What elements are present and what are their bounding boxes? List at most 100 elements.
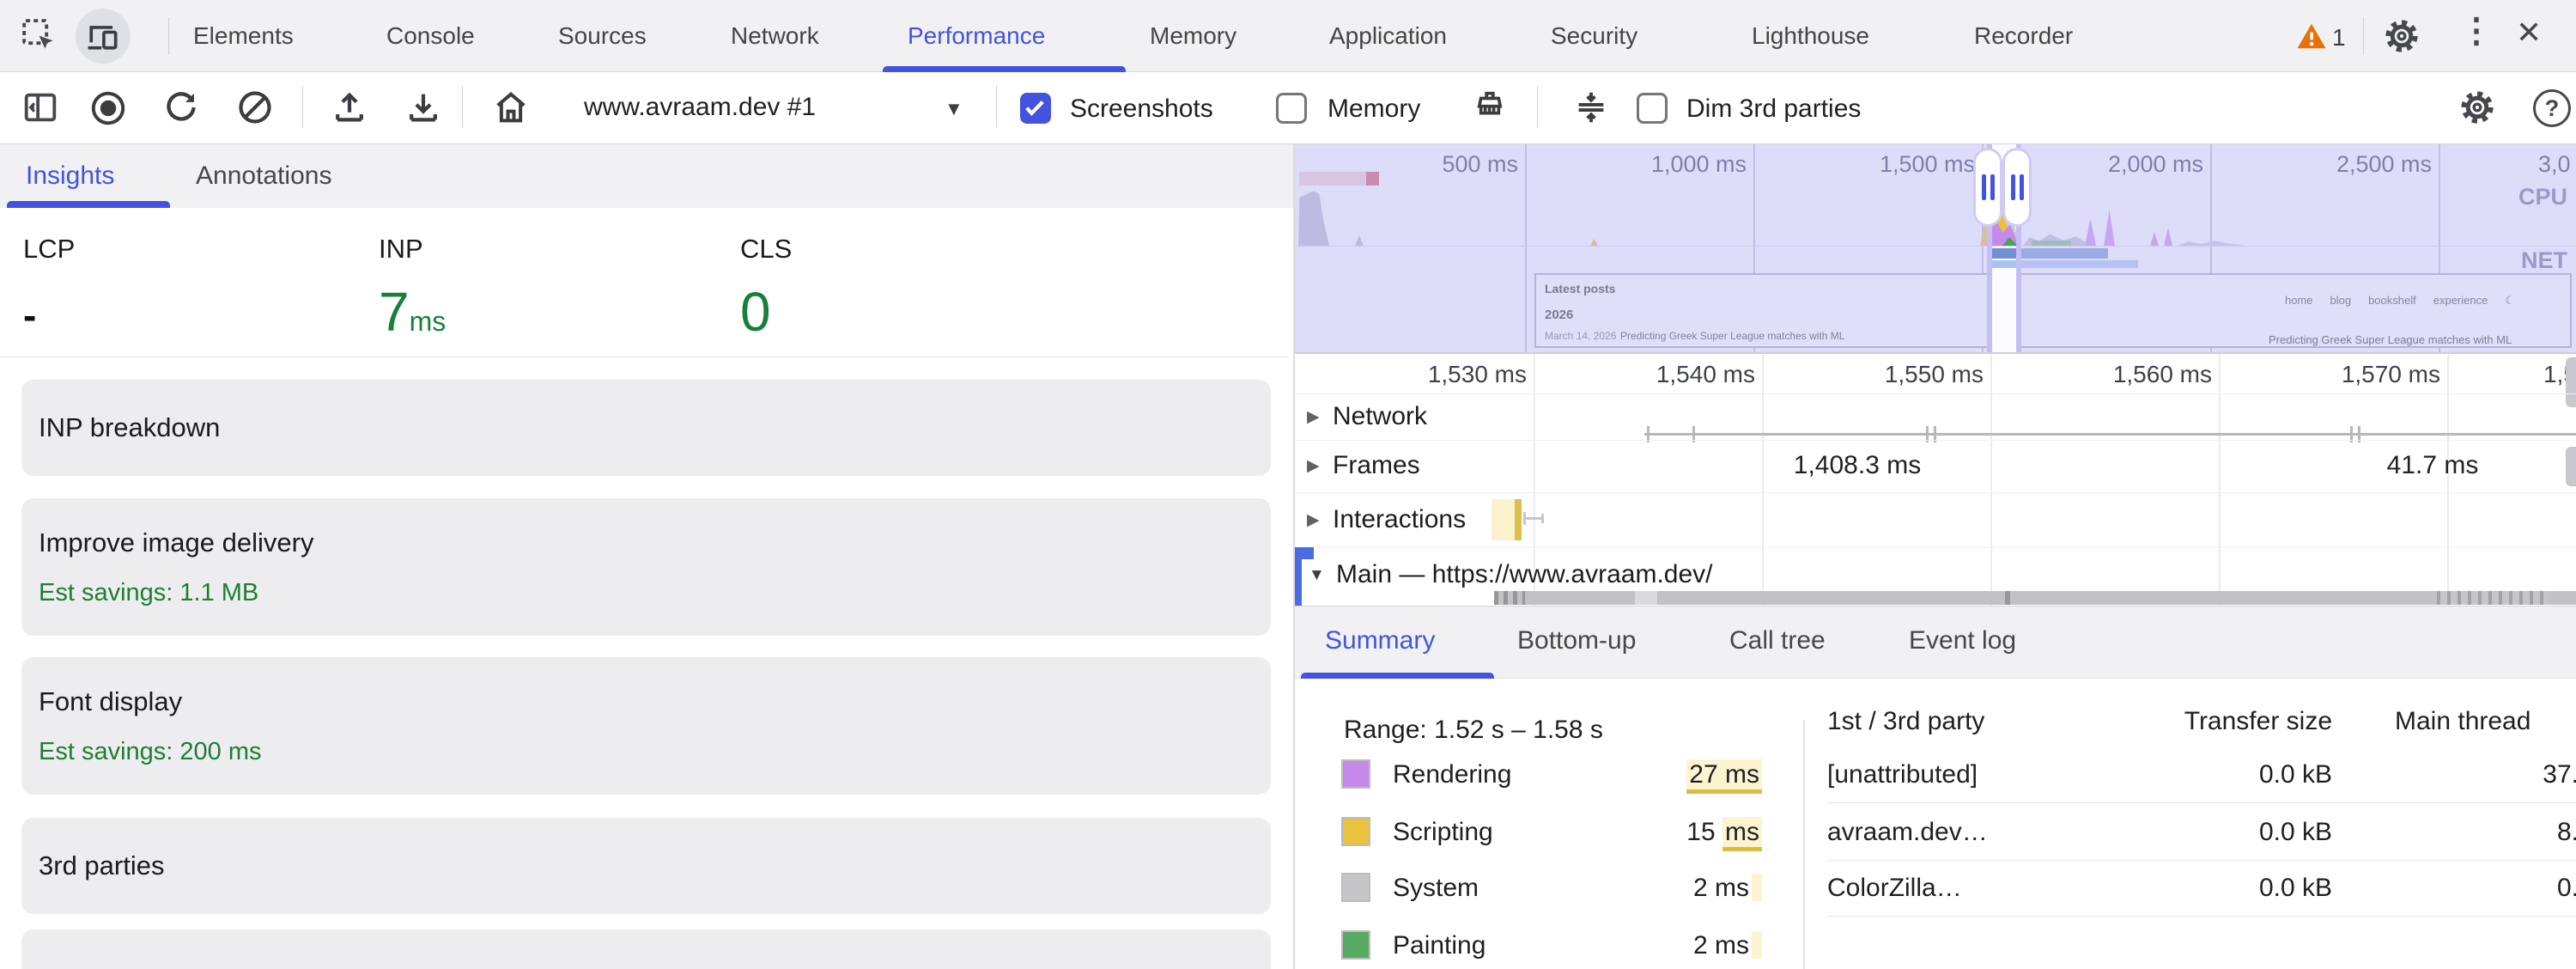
scrollbar-thumb[interactable] (2566, 447, 2576, 486)
interaction-highlight[interactable] (1492, 499, 1522, 540)
table-row-transfer: 0.0 kB (2119, 760, 2332, 789)
memory-label[interactable]: Memory (1327, 94, 1420, 124)
tab-recorder[interactable]: Recorder (1974, 22, 2073, 50)
table-row-party[interactable]: [unattributed] (1827, 760, 1978, 789)
load-profile-icon[interactable] (330, 88, 369, 127)
tab-performance[interactable]: Performance (908, 22, 1045, 50)
warning-count[interactable]: 1 (2332, 24, 2346, 52)
gridline (2219, 354, 2221, 606)
table-row-party[interactable]: avraam.dev… (1827, 818, 1988, 847)
summary-range: Range: 1.52 s – 1.58 s (1344, 716, 1603, 745)
collapse-panels-icon[interactable] (1571, 88, 1611, 127)
insight-card-image-delivery[interactable]: Improve image delivery Est savings: 1.1 … (21, 498, 1271, 636)
insight-card-partial[interactable] (21, 929, 1271, 969)
table-row-transfer: 0.0 kB (2119, 874, 2332, 903)
memory-checkbox[interactable] (1276, 93, 1307, 124)
ruler-tick: 1,570 ms (2301, 361, 2440, 388)
divider (1537, 86, 1538, 127)
main-thread-activity-gap (1635, 591, 1657, 605)
tab-insights[interactable]: Insights (26, 162, 114, 191)
screenshots-label[interactable]: Screenshots (1070, 94, 1213, 124)
reload-record-icon[interactable] (161, 88, 201, 127)
divider (302, 86, 303, 127)
dim-3rd-parties-label[interactable]: Dim 3rd parties (1686, 94, 1861, 124)
selection-handle-left[interactable] (1973, 148, 2002, 227)
dim-overlay (2020, 144, 2576, 352)
inspect-element-icon[interactable] (19, 15, 58, 55)
timeline-panel: 500 ms 1,000 ms 1,500 ms 2,000 ms 2,500 … (1295, 144, 2576, 969)
metric-inp-label: INP (379, 234, 423, 265)
tab-sources[interactable]: Sources (558, 22, 647, 50)
metric-lcp-value: - (23, 292, 36, 338)
screenshots-checkbox[interactable] (1020, 93, 1051, 124)
performance-toolbar: www.avraam.dev #1 ▼ Screenshots Memory D… (0, 72, 2576, 144)
ruler-tick: 1,550 ms (1844, 361, 1984, 388)
toggle-sidebar-icon[interactable] (21, 88, 60, 127)
tab-event-log[interactable]: Event log (1909, 626, 2016, 655)
legend-label: System (1393, 874, 1479, 903)
table-separator (1827, 802, 2576, 803)
track-main-label[interactable]: Main — https://www.avraam.dev/ (1336, 560, 1713, 589)
interaction-whisker (1523, 512, 1526, 525)
main-track-focus-corner (1295, 547, 1314, 559)
tab-memory[interactable]: Memory (1150, 22, 1236, 50)
details-pane: Summary Bottom-up Call tree Event log Ra… (1295, 606, 2576, 969)
tab-annotations[interactable]: Annotations (196, 162, 331, 191)
save-profile-icon[interactable] (404, 88, 443, 127)
settings-gear-icon[interactable] (2382, 16, 2421, 56)
tab-console[interactable]: Console (386, 22, 475, 50)
row-separator (1295, 440, 2576, 441)
collapse-arrow-icon[interactable]: ▼ (1309, 566, 1325, 585)
legend-swatch-scripting (1341, 817, 1370, 846)
dim-3rd-parties-checkbox[interactable] (1637, 93, 1668, 124)
row-separator (1295, 492, 2576, 493)
device-toolbar-icon[interactable] (76, 9, 131, 64)
page-selector[interactable]: www.avraam.dev #1 (584, 93, 816, 122)
tab-call-tree[interactable]: Call tree (1729, 626, 1826, 655)
tab-security[interactable]: Security (1551, 22, 1637, 50)
tab-bottom-up[interactable]: Bottom-up (1517, 626, 1636, 655)
more-menu-icon[interactable]: ⋮ (2459, 14, 2494, 48)
collect-garbage-icon[interactable] (1470, 88, 1510, 127)
chevron-down-icon[interactable]: ▼ (945, 98, 963, 120)
table-row-party[interactable]: ColorZilla… (1827, 874, 1962, 903)
table-row-main-thread: 8.4 ms (2377, 818, 2576, 847)
legend-swatch-painting (1341, 930, 1370, 960)
legend-value: 27 ms (1552, 760, 1762, 789)
warning-icon[interactable] (2296, 22, 2327, 54)
clear-icon[interactable] (235, 88, 275, 127)
insight-card-3rd-parties[interactable]: 3rd parties (21, 818, 1271, 914)
track-interactions-label[interactable]: Interactions (1333, 505, 1466, 534)
tab-summary[interactable]: Summary (1325, 626, 1435, 655)
expand-arrow-icon[interactable]: ▶ (1307, 510, 1320, 530)
track-frames-label[interactable]: Frames (1333, 451, 1420, 480)
legend-value: 15 ms (1552, 818, 1762, 847)
timeline-overview[interactable]: 500 ms 1,000 ms 1,500 ms 2,000 ms 2,500 … (1295, 144, 2576, 352)
help-icon[interactable]: ? (2533, 89, 2571, 127)
record-icon[interactable] (88, 88, 129, 129)
home-icon[interactable] (491, 88, 531, 127)
legend-label: Scripting (1393, 818, 1493, 847)
dim-overlay (1295, 144, 1989, 352)
table-header-transfer: Transfer size (2119, 707, 2332, 736)
capture-settings-gear-icon[interactable] (2458, 88, 2497, 127)
tab-elements[interactable]: Elements (193, 22, 294, 50)
expand-arrow-icon[interactable]: ▶ (1307, 407, 1320, 427)
selection-handle-right[interactable] (2002, 148, 2032, 227)
expand-arrow-icon[interactable]: ▶ (1307, 456, 1320, 476)
scrollbar-thumb[interactable] (2566, 357, 2576, 407)
tab-network[interactable]: Network (731, 22, 819, 50)
legend-value: 2 ms (1552, 931, 1762, 960)
tab-application[interactable]: Application (1329, 22, 1447, 50)
tab-lighthouse[interactable]: Lighthouse (1752, 22, 1869, 50)
track-network-label[interactable]: Network (1333, 402, 1427, 431)
divider (996, 86, 997, 127)
insight-card-font-display[interactable]: Font display Est savings: 200 ms (21, 657, 1271, 795)
timeline-tracks: 1,530 ms 1,540 ms 1,550 ms 1,560 ms 1,57… (1295, 354, 2576, 606)
interaction-whisker (1541, 514, 1544, 523)
insight-card-inp-breakdown[interactable]: INP breakdown (21, 380, 1271, 476)
row-separator (1295, 393, 2576, 394)
divider (462, 86, 463, 127)
close-icon[interactable]: ✕ (2516, 17, 2542, 48)
